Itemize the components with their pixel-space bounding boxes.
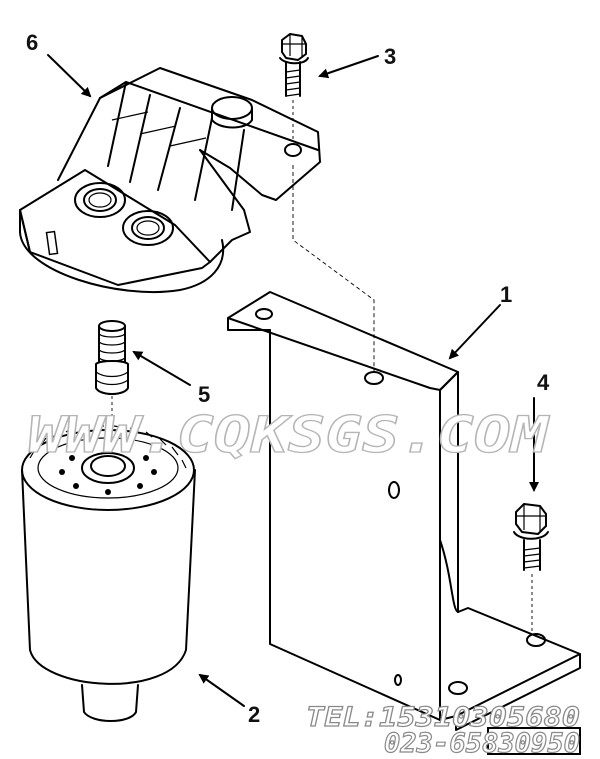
port-right: [122, 210, 174, 246]
watermark-site: WWW.CQKSGS.COM: [28, 406, 550, 464]
arrow-6: [47, 54, 92, 98]
callout-arrows: [47, 54, 539, 707]
callout-1: 1: [500, 282, 512, 307]
watermark-tel: TEL:15310305680: [306, 702, 580, 733]
watermark-phone: 023-65830950: [384, 728, 580, 759]
filter-canister-part: [21, 425, 196, 722]
port-left: [74, 182, 126, 218]
arrow-1: [448, 304, 501, 360]
callout-4: 4: [537, 370, 550, 395]
arrow-5: [132, 350, 191, 386]
plate-box: [487, 727, 581, 755]
callout-2: 2: [248, 702, 260, 727]
arrow-2: [198, 673, 245, 707]
side-bolt-part: [513, 503, 549, 632]
nipple-part: [95, 320, 129, 440]
callout-5: 5: [198, 382, 210, 407]
callout-6: 6: [26, 30, 38, 55]
callout-3: 3: [384, 44, 396, 69]
arrow-3: [318, 55, 379, 79]
top-bolt-part: [279, 33, 375, 372]
filter-head-part: [19, 67, 321, 294]
bracket-part: [227, 291, 581, 731]
